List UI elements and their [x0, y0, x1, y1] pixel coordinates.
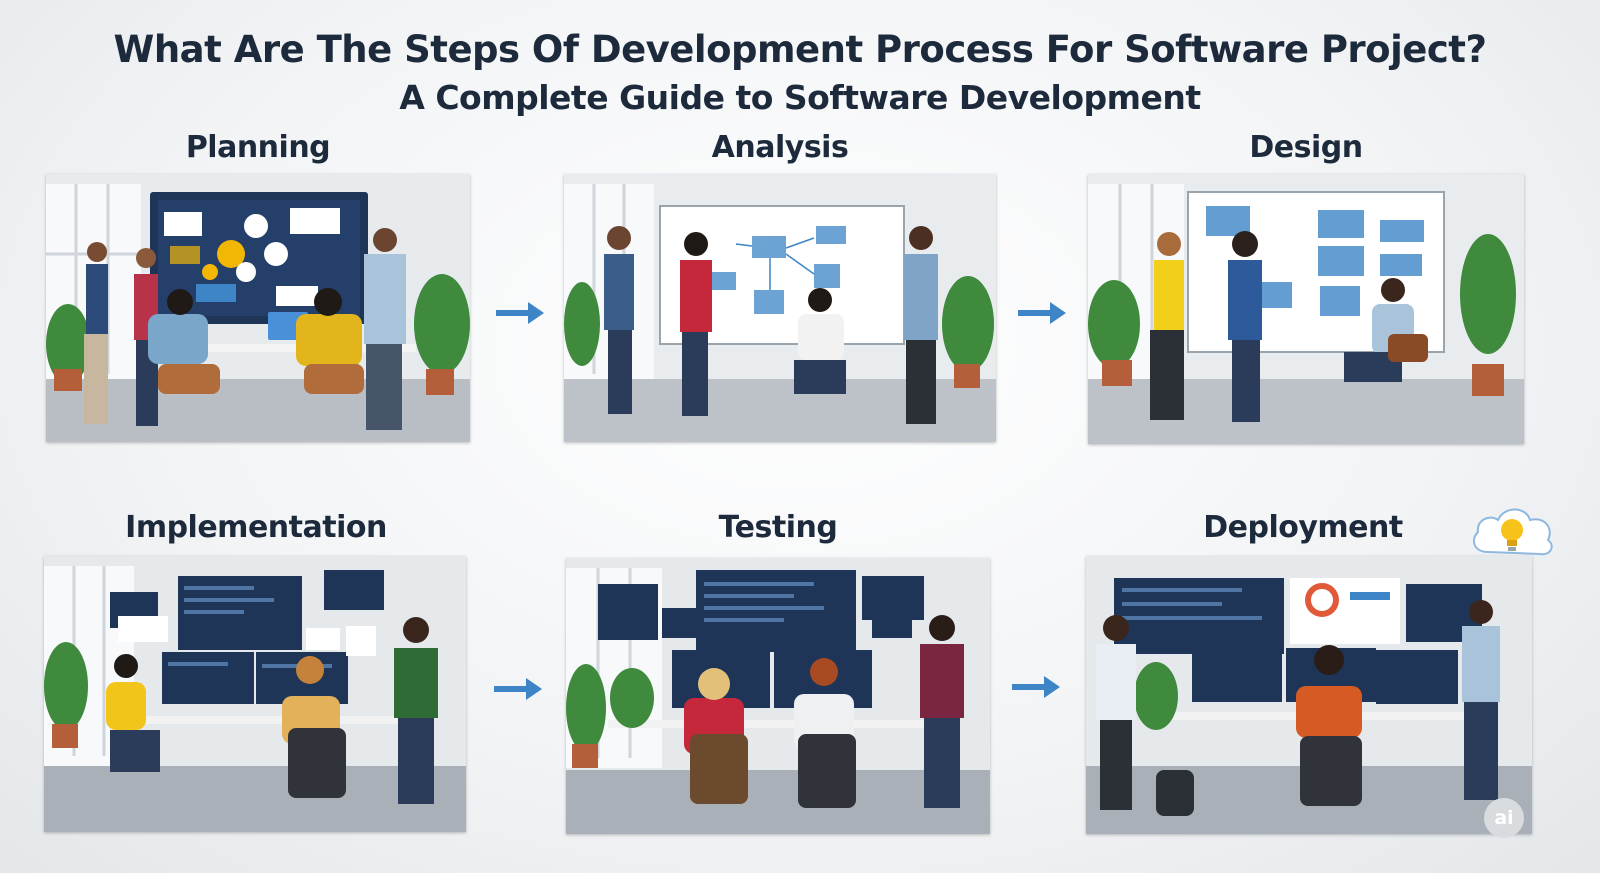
testing-image	[566, 558, 990, 834]
right-arrow-icon	[496, 302, 544, 324]
step-label-testing: Testing	[718, 510, 838, 545]
cloud-lightbulb-icon	[1472, 508, 1553, 556]
step-label-implementation: Implementation	[125, 510, 387, 545]
planning-image	[46, 174, 470, 442]
analysis-image	[564, 174, 996, 442]
page-subtitle: A Complete Guide to Software Development	[399, 78, 1201, 117]
deployment-image	[1086, 556, 1532, 834]
implementation-image	[44, 556, 466, 832]
step-label-deployment: Deployment	[1203, 510, 1403, 545]
page-title: What Are The Steps Of Development Proces…	[113, 28, 1487, 71]
step-label-analysis: Analysis	[711, 130, 849, 165]
step-label-design: Design	[1249, 130, 1363, 165]
right-arrow-icon	[1018, 302, 1066, 324]
right-arrow-icon	[494, 678, 542, 700]
ai-badge-icon: ai	[1484, 798, 1524, 838]
right-arrow-icon	[1012, 676, 1060, 698]
step-label-planning: Planning	[185, 130, 331, 165]
design-image	[1088, 174, 1524, 444]
